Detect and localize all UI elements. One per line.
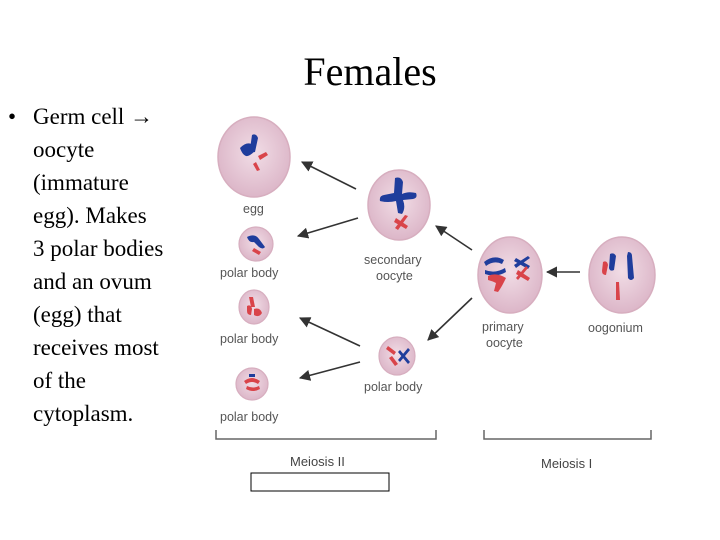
chromosome-blue bbox=[514, 256, 530, 269]
chromosome-red bbox=[386, 346, 398, 366]
label-meiosis-i: Meiosis I bbox=[541, 456, 592, 471]
label-oogonium: oogonium bbox=[588, 321, 643, 335]
chromosome-red bbox=[246, 386, 260, 391]
bullet-line-4: egg). Makes bbox=[33, 203, 147, 228]
meiosis-i-bracket bbox=[483, 430, 652, 440]
label-secondary-oocyte-line1: secondary bbox=[364, 253, 422, 267]
chromosome-red bbox=[616, 282, 620, 300]
primary-oocyte-cell bbox=[477, 236, 543, 314]
chromosome-red bbox=[516, 266, 530, 281]
chromosome-blue bbox=[250, 134, 258, 153]
chromosome-red bbox=[252, 248, 261, 255]
bullet-line-3: (immature bbox=[33, 170, 129, 195]
chromosome-blue bbox=[609, 253, 616, 271]
chromosome-blue bbox=[379, 177, 417, 214]
arrow-secondary-to-polar-body-1 bbox=[296, 217, 359, 239]
chromosome-red bbox=[488, 274, 506, 292]
chromosome-red bbox=[394, 215, 408, 230]
bullet-line-2: oocyte bbox=[33, 137, 95, 162]
egg-cell bbox=[217, 116, 291, 198]
chromosome-red bbox=[602, 261, 608, 275]
polar-body-mid bbox=[378, 336, 416, 376]
chromosome-red bbox=[244, 378, 260, 384]
chromosome-red bbox=[253, 152, 268, 171]
polar-body-3 bbox=[235, 367, 269, 401]
bullet-text: Germ cell → oocyte (immature egg). Makes… bbox=[33, 100, 205, 430]
bullet-line-7: (egg) that bbox=[33, 302, 122, 327]
secondary-oocyte-cell bbox=[367, 169, 431, 241]
bullet-line-10: cytoplasm. bbox=[33, 401, 134, 426]
label-polar-body-mid: polar body bbox=[364, 380, 423, 394]
arrow-polar-body-to-polar-body-2 bbox=[298, 317, 361, 347]
bullet-dot: • bbox=[8, 104, 17, 129]
label-polar-body-2: polar body bbox=[220, 332, 279, 346]
chromosome-blue bbox=[398, 348, 410, 364]
label-secondary-oocyte-line2: oocyte bbox=[376, 269, 413, 283]
chromosome-red bbox=[249, 297, 262, 317]
empty-caption-box bbox=[250, 472, 390, 492]
arrow-polar-body-to-polar-body-3 bbox=[298, 361, 361, 381]
bullet-line-9: of the bbox=[33, 368, 87, 393]
label-meiosis-ii: Meiosis II bbox=[290, 454, 345, 469]
bullet-line-1: Germ cell → bbox=[33, 104, 154, 129]
chromosome-blue bbox=[247, 235, 265, 249]
oogonium-cell bbox=[588, 236, 656, 314]
bullet-line-5: 3 polar bodies bbox=[33, 236, 164, 261]
meiosis-ii-bracket bbox=[215, 430, 437, 440]
label-primary-oocyte-line1: primary bbox=[482, 320, 524, 334]
process-arrows bbox=[296, 161, 580, 381]
arrow-primary-to-polar-body bbox=[427, 297, 473, 341]
bullet-line-8: receives most bbox=[33, 335, 159, 360]
chromosome-blue bbox=[484, 257, 506, 276]
label-primary-oocyte-line2: oocyte bbox=[486, 336, 523, 350]
bullet-line-6: and an ovum bbox=[33, 269, 152, 294]
chromosome-blue bbox=[249, 374, 255, 377]
slide-title: Females bbox=[303, 49, 437, 94]
label-polar-body-1: polar body bbox=[220, 266, 279, 280]
chromosome-blue bbox=[627, 252, 634, 280]
polar-body-2 bbox=[238, 289, 270, 325]
chromosome-red bbox=[247, 305, 252, 315]
right-arrow-icon: → bbox=[130, 104, 154, 129]
label-egg: egg bbox=[243, 202, 264, 216]
label-polar-body-3: polar body bbox=[220, 410, 279, 424]
polar-body-1 bbox=[238, 226, 274, 262]
arrow-primary-to-secondary bbox=[435, 225, 473, 251]
arrow-secondary-to-egg bbox=[300, 161, 357, 190]
